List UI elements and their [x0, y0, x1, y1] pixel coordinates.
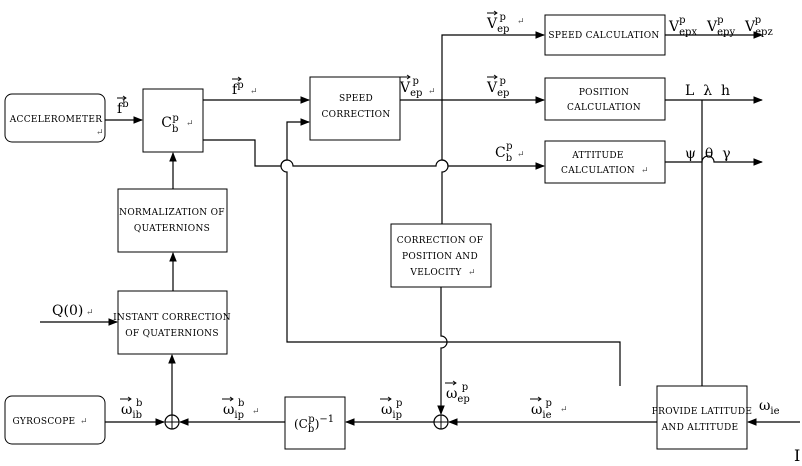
svg-text:CALCULATION: CALCULATION: [567, 103, 641, 113]
speed-calculation-block: SPEED CALCULATION: [544, 14, 666, 56]
svg-text:ωibb: ωibb: [121, 398, 142, 421]
svg-text:Vepp: Vepp: [486, 76, 509, 99]
position-calculation-block: POSITION CALCULATION: [544, 77, 666, 121]
svg-text:ATTITUDE: ATTITUDE: [571, 151, 624, 161]
label-omega-ep: ωepp: [445, 380, 470, 405]
svg-text:fp: fp: [232, 80, 244, 98]
svg-text:QUATERNIONS: QUATERNIONS: [134, 224, 210, 234]
accelerometer-block: ACCELEROMETER ↵: [4, 93, 106, 143]
svg-text:ACCELEROMETER: ACCELEROMETER: [9, 115, 103, 125]
label-q0: Q(0) ↵: [52, 303, 94, 319]
svg-text:ωipb: ωipb: [223, 398, 244, 421]
svg-text:↵: ↵: [250, 87, 258, 97]
svg-text:SPEED CALCULATION: SPEED CALCULATION: [548, 31, 659, 41]
correction-position-velocity-block: CORRECTION OF POSITION AND VELOCITY ↵: [390, 223, 492, 288]
label-fb: fb: [117, 95, 129, 117]
provide-latitude-altitude-block: PROVIDE LATITUDE AND ALTITUDE: [652, 385, 752, 450]
svg-text:NORMALIZATION OF: NORMALIZATION OF: [119, 208, 225, 218]
summing-junction-right: [433, 414, 449, 430]
svg-text:POSITION AND: POSITION AND: [402, 252, 478, 262]
svg-text:ωipp: ωipp: [381, 398, 402, 421]
svg-text:(Cbp)−1: (Cbp)−1: [294, 414, 334, 435]
svg-text:fb: fb: [117, 99, 129, 117]
label-omega-ie: ωie: [759, 398, 780, 417]
label-fp: fp ↵: [232, 76, 258, 98]
svg-text:↵: ↵: [86, 308, 94, 318]
svg-text:CORRECTION OF: CORRECTION OF: [397, 236, 483, 246]
svg-text:↵: ↵: [641, 166, 649, 176]
inverse-cbp-block: (Cbp)−1: [284, 396, 346, 450]
text-cursor: I: [794, 446, 800, 465]
speed-correction-block: SPEED CORRECTION: [309, 76, 401, 141]
svg-text:↵: ↵: [468, 268, 476, 278]
summing-junction-left: [164, 414, 180, 430]
label-velocity-components: Vepxp Vepyp Vepzp: [668, 15, 773, 38]
label-position-output: L λ h: [685, 83, 730, 99]
svg-text:Vepp: Vepp: [486, 12, 509, 35]
svg-text:↵: ↵: [186, 119, 194, 129]
svg-text:Vepyp: Vepyp: [706, 15, 735, 38]
svg-text:ωepp: ωepp: [446, 382, 470, 405]
svg-text:SPEED: SPEED: [339, 94, 373, 104]
svg-text:↵: ↵: [517, 17, 525, 27]
label-vep-out: Vepp: [486, 74, 509, 99]
label-omega-ie-p: ωiep ↵: [530, 396, 568, 421]
svg-text:↵: ↵: [80, 417, 88, 427]
svg-text:↵: ↵: [252, 407, 260, 417]
connection-lines: [40, 31, 800, 426]
svg-text:Vepp: Vepp: [399, 76, 422, 99]
svg-text:Q(0): Q(0): [52, 303, 83, 319]
svg-text:PROVIDE LATITUDE: PROVIDE LATITUDE: [652, 407, 752, 417]
instant-correction-block: INSTANT CORRECTION OF QUATERNIONS: [113, 290, 231, 355]
svg-text:↵: ↵: [517, 150, 525, 160]
attitude-calculation-block: ATTITUDE CALCULATION ↵: [544, 140, 666, 184]
svg-text:ωie: ωie: [759, 398, 780, 417]
svg-text:VELOCITY: VELOCITY: [409, 268, 462, 278]
svg-text:CORRECTION: CORRECTION: [321, 110, 390, 120]
svg-text:ωiep: ωiep: [531, 398, 552, 421]
svg-text:Vepxp: Vepxp: [668, 15, 697, 38]
label-vep-top: Vepp ↵: [486, 10, 525, 35]
normalization-block: NORMALIZATION OF QUATERNIONS: [117, 188, 228, 253]
svg-text:↵: ↵: [96, 128, 104, 138]
svg-text:Vepzp: Vepzp: [744, 15, 773, 38]
svg-text:AND ALTITUDE: AND ALTITUDE: [661, 423, 739, 433]
gyroscope-block: GYROSCOPE ↵: [4, 395, 106, 445]
label-omega-ip-p: ωipp: [380, 396, 402, 421]
label-vep-mid: Vepp ↵: [399, 74, 436, 99]
svg-text:↵: ↵: [560, 405, 568, 415]
cbp-matrix-block: Cbp ↵: [142, 88, 204, 153]
label-omega-ip-b: ωipb ↵: [222, 396, 260, 421]
svg-text:OF QUATERNIONS: OF QUATERNIONS: [125, 329, 219, 339]
svg-text:GYROSCOPE: GYROSCOPE: [13, 417, 76, 427]
svg-text:Cbp: Cbp: [161, 113, 179, 135]
svg-text:POSITION: POSITION: [579, 88, 629, 98]
label-cbp-line: Cbp ↵: [495, 141, 525, 164]
svg-text:INSTANT CORRECTION: INSTANT CORRECTION: [113, 313, 231, 323]
label-attitude-output: ψ θ γ: [685, 146, 731, 162]
signal-labels: fb fp ↵ Vepp ↵ Vepp ↵ Vepp Cbp ↵: [52, 10, 800, 465]
svg-text:Cbp: Cbp: [495, 141, 513, 164]
svg-text:CALCULATION: CALCULATION: [561, 166, 635, 176]
svg-text:↵: ↵: [428, 87, 436, 97]
label-omega-ib: ωibb: [120, 396, 142, 421]
